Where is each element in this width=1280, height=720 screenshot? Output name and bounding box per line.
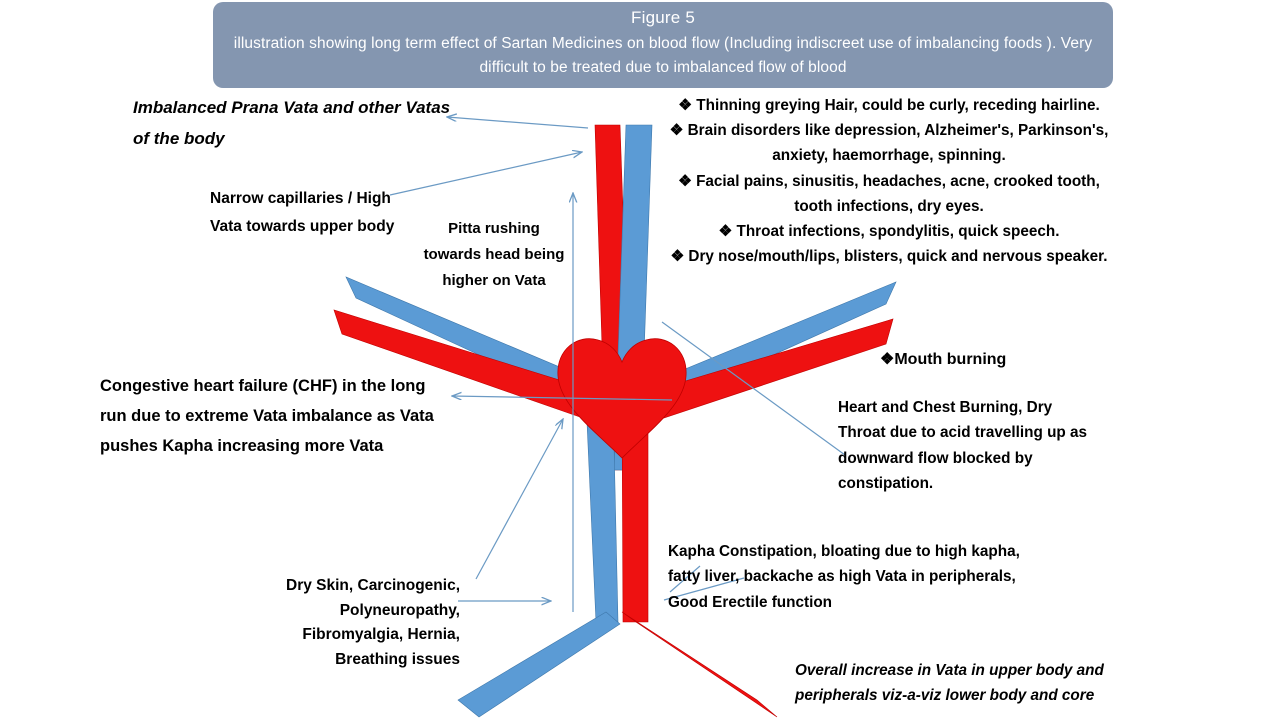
head-symptom-text: Brain disorders like depression, Alzheim… bbox=[687, 122, 1109, 165]
arrow-to-heart-from-below bbox=[475, 419, 563, 580]
label-narrow-capillaries: Narrow capillaries / High Vata towards u… bbox=[210, 190, 395, 235]
heart-shape bbox=[557, 338, 687, 459]
head-symptom-text: Throat infections, spondylitis, quick sp… bbox=[736, 223, 1060, 241]
figure-banner: Figure 5 illustration showing long term … bbox=[213, 2, 1113, 88]
diamond-bullet-icon: ❖ bbox=[718, 223, 733, 241]
upper-left-arm bbox=[333, 276, 608, 425]
line-to-kapha-2 bbox=[663, 577, 745, 601]
label-mouth-burning: ❖Mouth burning bbox=[880, 348, 1110, 372]
figure-title: Figure 5 bbox=[631, 8, 695, 27]
lower-trunk-vessels bbox=[585, 399, 649, 623]
head-symptom-text: Thinning greying Hair, could be curly, r… bbox=[696, 97, 1100, 114]
arrow-to-prana-vata bbox=[447, 117, 589, 129]
label-head-symptoms-list: ❖ Thinning greying Hair, could be curly,… bbox=[664, 93, 1114, 269]
arrow-to-chf bbox=[452, 396, 673, 401]
line-to-heartburn bbox=[661, 321, 846, 456]
label-imbalanced-prana-vata: Imbalanced Prana Vata and other Vatas of… bbox=[133, 98, 451, 148]
arrow-from-capillaries bbox=[389, 152, 582, 196]
label-dry-skin-symptoms: Dry Skin, Carcinogenic, Polyneuropathy, … bbox=[286, 577, 460, 668]
diamond-bullet-icon: ❖ bbox=[678, 172, 692, 190]
mouth-burning-text: Mouth burning bbox=[894, 351, 1007, 368]
label-pitta-rushing: Pitta rushing towards head being higher … bbox=[423, 220, 565, 289]
label-overall-increase-vata: Overall increase in Vata in upper body a… bbox=[795, 662, 1104, 705]
lower-left-vein-limb bbox=[457, 611, 621, 718]
label-heart-chest-burning: Heart and Chest Burning, Dry Throat due … bbox=[838, 399, 1088, 493]
connector-arrows bbox=[389, 117, 846, 612]
head-symptom-item: ❖ Dry nose/mouth/lips, blisters, quick a… bbox=[664, 244, 1114, 269]
head-symptom-text: Dry nose/mouth/lips, blisters, quick and… bbox=[688, 248, 1108, 266]
head-symptom-text: Facial pains, sinusitis, headaches, acne… bbox=[696, 172, 1100, 215]
diamond-bullet-icon: ❖ bbox=[669, 122, 684, 140]
diamond-bullet-icon: ❖ bbox=[678, 97, 692, 114]
figure-caption: illustration showing long term effect of… bbox=[233, 35, 1093, 76]
lower-right-artery-limb bbox=[621, 611, 778, 718]
diamond-bullet-icon: ❖ bbox=[880, 351, 895, 368]
label-congestive-heart-failure: Congestive heart failure (CHF) in the lo… bbox=[100, 377, 434, 455]
head-symptom-item: ❖ Brain disorders like depression, Alzhe… bbox=[664, 118, 1114, 168]
label-kapha-constipation: Kapha Constipation, bloating due to high… bbox=[668, 543, 1020, 611]
line-to-kapha bbox=[669, 565, 701, 593]
head-symptom-item: ❖ Throat infections, spondylitis, quick … bbox=[664, 219, 1114, 244]
head-symptom-item: ❖ Thinning greying Hair, could be curly,… bbox=[664, 93, 1114, 118]
head-symptom-item: ❖ Facial pains, sinusitis, headaches, ac… bbox=[664, 169, 1114, 219]
diamond-bullet-icon: ❖ bbox=[670, 248, 685, 266]
